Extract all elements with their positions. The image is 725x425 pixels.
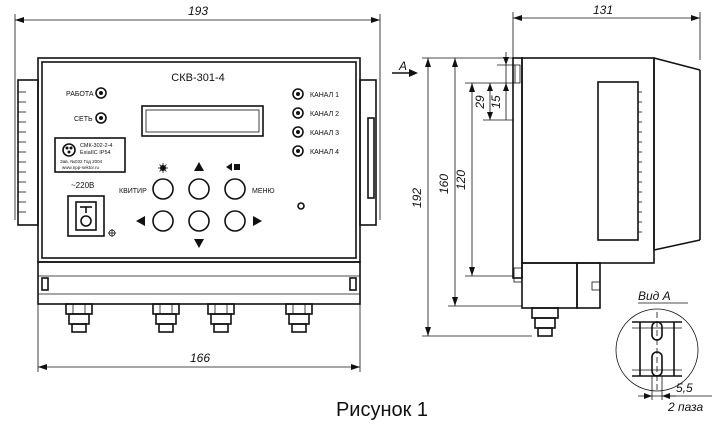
- ack-button: [152, 178, 174, 200]
- plate-line-3: Зав. №032 Год 2004: [60, 159, 103, 164]
- menu-button-label: МЕНЮ: [252, 188, 275, 195]
- channel-1-led: [292, 88, 304, 100]
- channel-3-led: [292, 126, 304, 138]
- slots-count-label: 2 паза: [667, 400, 703, 414]
- detail-view-a: Вид А 5,5 2 паза: [615, 289, 712, 414]
- channel-3-label: КАНАЛ 3: [310, 130, 339, 137]
- dim-29-label: 29: [473, 95, 487, 110]
- plate-line-2: ExiaIIС IP54: [80, 150, 111, 156]
- detail-view-title: Вид А: [638, 289, 671, 303]
- power-switch: [67, 195, 105, 237]
- enter-icon: [226, 163, 240, 171]
- dim-15-label: 15: [489, 95, 503, 109]
- channel-2-label: КАНАЛ 2: [310, 111, 339, 118]
- dim-131-label: 131: [593, 3, 613, 17]
- indicator-label-power: СЕТЬ: [74, 116, 93, 123]
- channel-1-label: КАНАЛ 1: [310, 92, 339, 99]
- dim-192-label: 192: [410, 188, 424, 208]
- front-view: 193 СКВ-301-4 РАБОТА СЕТЬ: [14, 4, 381, 372]
- right-arrow-icon: [253, 216, 262, 226]
- channel-4-label: КАНАЛ 4: [310, 149, 339, 156]
- view-arrow-label: A: [398, 59, 407, 73]
- plate-line-1: СМК-302-2-4: [80, 143, 112, 149]
- left-button: [152, 210, 174, 232]
- slot-bottom: [651, 351, 663, 377]
- down-arrow-icon: [194, 239, 204, 248]
- ack-button-label: КВИТИР: [119, 188, 147, 195]
- menu-button: [224, 178, 246, 200]
- cable-gland-2: [152, 303, 180, 333]
- screw-icon: [108, 229, 116, 237]
- indicator-label-work: РАБОТА: [66, 91, 94, 98]
- channel-2-led: [292, 107, 304, 119]
- lcd-display: [141, 105, 264, 137]
- power-led: [95, 112, 107, 124]
- down-button: [188, 210, 210, 232]
- work-led: [95, 87, 107, 99]
- dim-120-label: 120: [454, 170, 468, 190]
- dim-160-label: 160: [437, 174, 451, 194]
- label-plate: [54, 137, 126, 173]
- dim-193-label: 193: [188, 4, 208, 18]
- figure-caption: Рисунок 1: [336, 399, 428, 421]
- power-label: ~220В: [71, 181, 94, 190]
- keypad: [152, 178, 246, 232]
- model-title: СКВ-301-4: [171, 72, 225, 84]
- left-arrow-icon: [136, 216, 145, 226]
- side-view: 131 A: [392, 3, 701, 337]
- channel-4-led: [292, 145, 304, 157]
- cable-gland-3: [207, 303, 235, 333]
- up-button: [188, 178, 210, 200]
- dim-166-label: 166: [190, 351, 210, 365]
- sun-icon: [158, 163, 168, 173]
- dim-5-5-label: 5,5: [676, 381, 693, 395]
- status-led: [297, 202, 305, 210]
- view-arrow-icon: [409, 69, 418, 77]
- plate-line-4: www.npp-sektor.ru: [62, 165, 100, 170]
- cable-gland-1: [65, 303, 93, 333]
- cable-gland-4: [285, 303, 313, 333]
- exi-logo-icon: [62, 143, 76, 157]
- right-button: [224, 210, 246, 232]
- up-arrow-icon: [194, 162, 204, 171]
